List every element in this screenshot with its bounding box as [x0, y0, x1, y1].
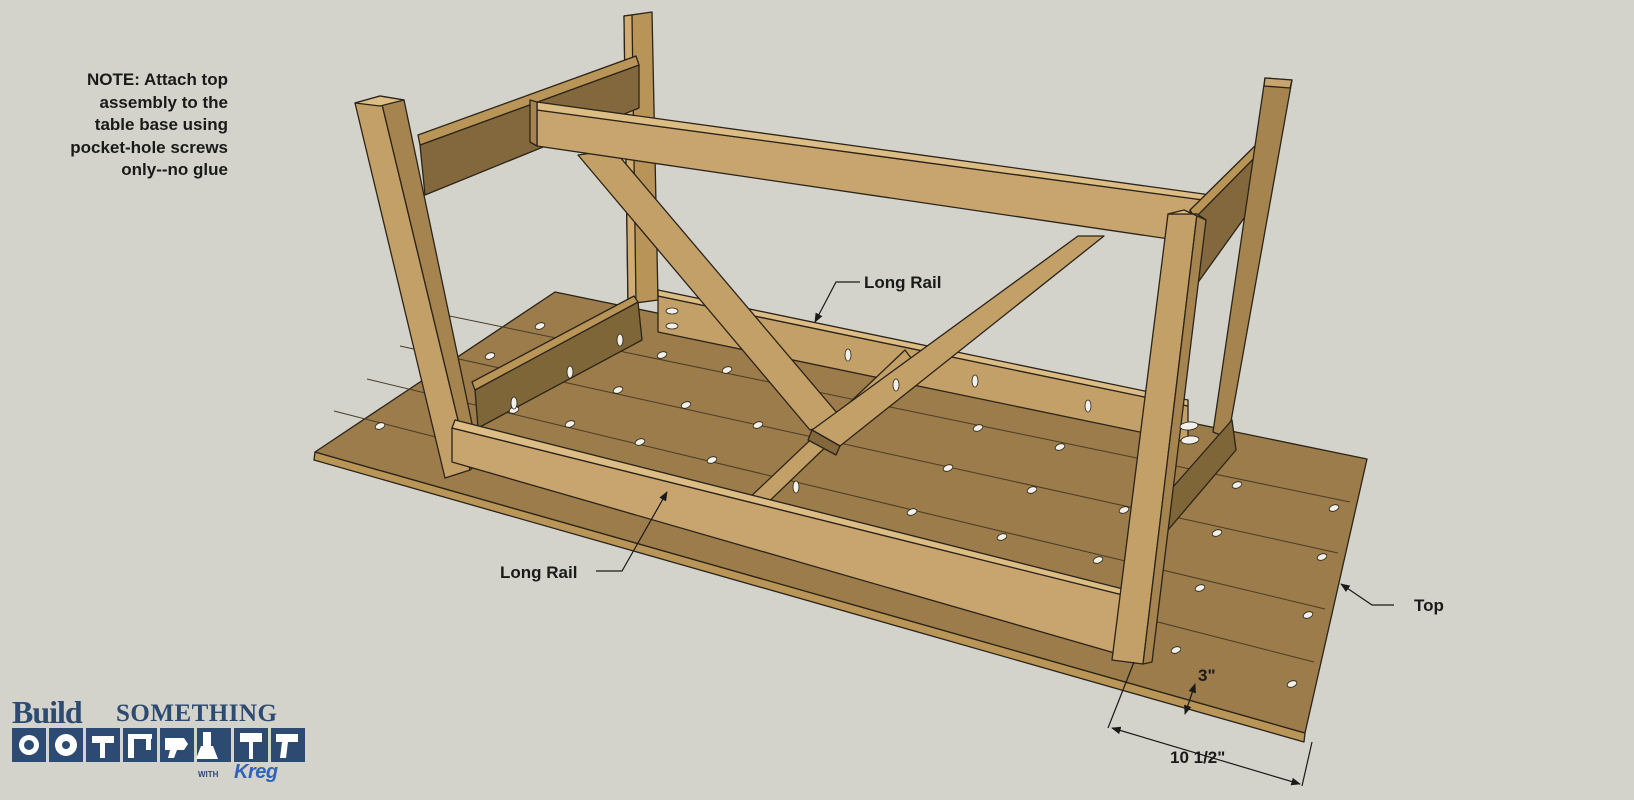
apron-long-top-end — [529, 99, 538, 147]
rail-short-left-top — [471, 295, 639, 391]
leg-back-right — [1212, 77, 1293, 439]
brand-logo: Build SOMETHING — [12, 694, 312, 794]
note-line: assembly to the — [99, 92, 229, 112]
logo-tool-icons — [12, 728, 305, 762]
apron-short-back-top — [417, 55, 640, 146]
pocket-holes — [374, 307, 1340, 688]
brace-x-right-edge — [807, 429, 841, 456]
dim-ext-left — [1107, 661, 1135, 729]
dim-line-edge — [1184, 683, 1196, 715]
label-dim-edge: 3" — [1198, 666, 1216, 685]
dim-ext-right — [1301, 741, 1313, 787]
leader-lines — [596, 281, 1394, 787]
leg-front-left-top — [354, 95, 405, 107]
note-line: pocket-hole screws — [70, 137, 228, 157]
label-long-rail-back: Long Rail — [864, 273, 941, 292]
logo-with-text: WITH — [198, 770, 219, 779]
leader-long-rail-back — [814, 281, 860, 323]
leg-front-right-top — [1167, 209, 1207, 221]
leader-long-rail-front — [596, 491, 668, 572]
note-line: table base using — [94, 115, 228, 134]
label-long-rail-front: Long Rail — [500, 563, 577, 582]
dim-line-board — [1111, 726, 1301, 786]
leader-top — [1340, 583, 1394, 606]
logo-build-text: Build — [12, 694, 83, 730]
label-top: Top — [1414, 596, 1444, 615]
note-line: only--no glue — [121, 160, 228, 179]
spray-gun-icon — [271, 728, 305, 762]
note-line: NOTE: Attach top — [86, 70, 228, 89]
leg-back-right-top — [1263, 77, 1293, 89]
logo-something-text: SOMETHING — [116, 700, 278, 727]
assembly-note: NOTE: Attach top assembly to the table b… — [30, 69, 228, 182]
rail-long-back-top — [657, 289, 1189, 407]
label-dim-board: 10 1/2" — [1170, 748, 1225, 767]
logo-brand-text: Kreg — [234, 761, 278, 783]
